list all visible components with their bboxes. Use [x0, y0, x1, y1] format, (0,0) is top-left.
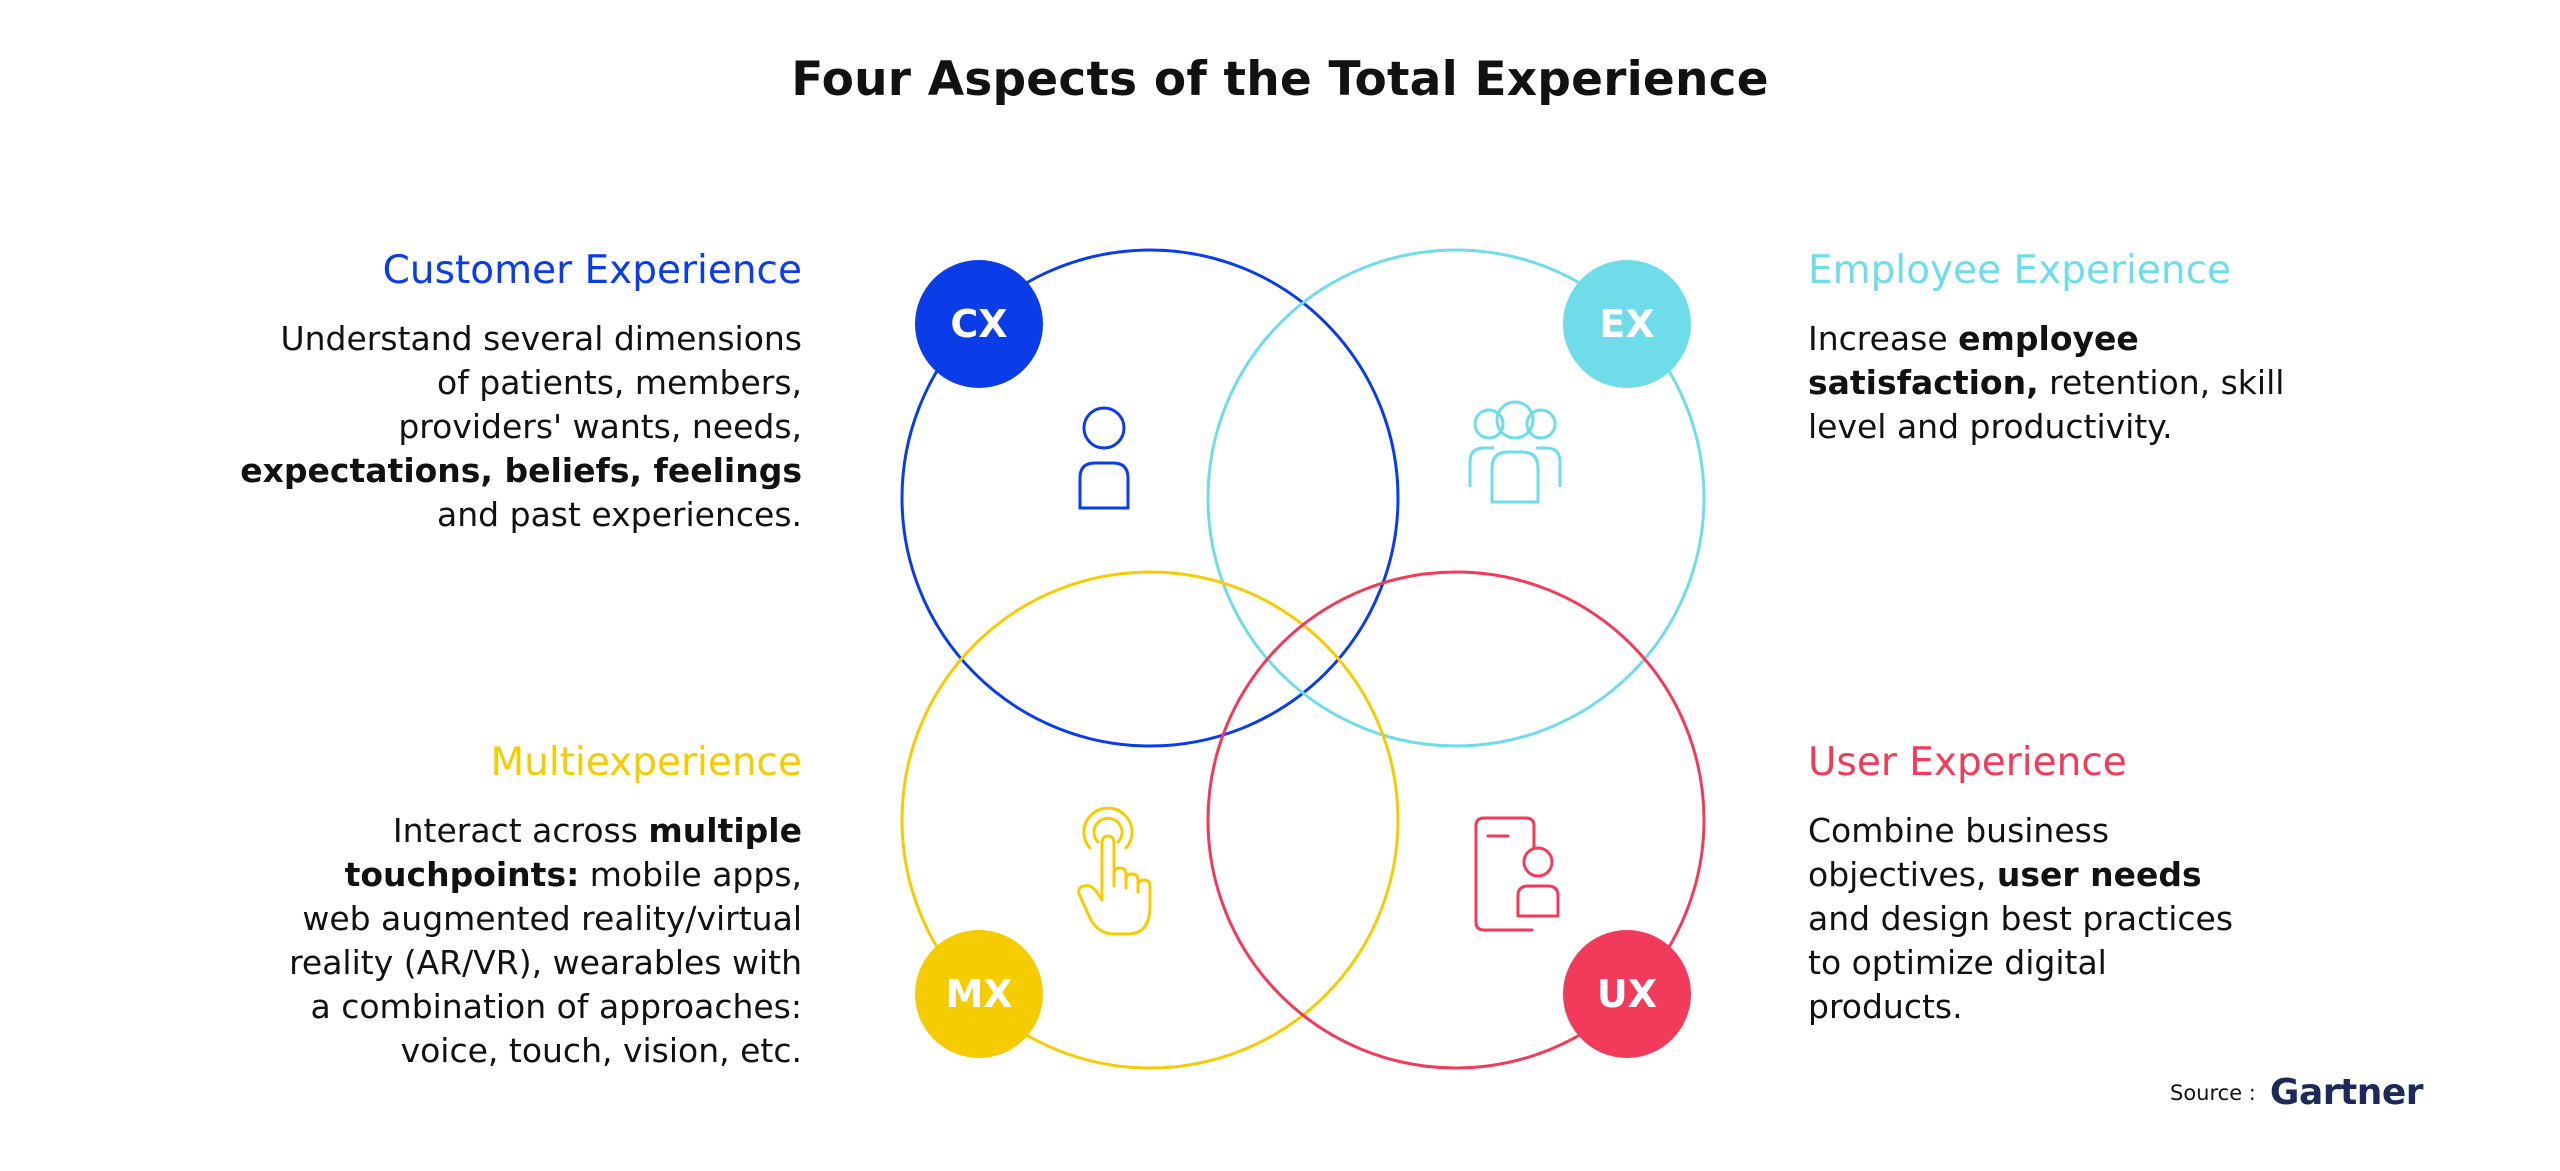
- text-segment: Understand several dimensions: [280, 318, 802, 358]
- cx-badge: CX: [915, 260, 1043, 388]
- ex-badge: EX: [1563, 260, 1691, 388]
- description-line: of patients, members,: [210, 361, 802, 405]
- text-segment: objectives,: [1808, 854, 1997, 894]
- bold-text: user needs: [1996, 854, 2202, 894]
- text-segment: to optimize digital: [1808, 942, 2107, 982]
- ux-badge-label: UX: [1597, 972, 1657, 1016]
- bold-text: expectations, beliefs, feelings: [240, 450, 802, 490]
- text-segment: web augmented reality/virtual: [302, 898, 802, 938]
- description-line: Combine business: [1808, 809, 2328, 853]
- description-line: providers' wants, needs,: [210, 405, 802, 449]
- description-line: a combination of approaches:: [210, 985, 803, 1029]
- text-segment: reality (AR/VR), wearables with: [289, 942, 802, 982]
- bold-text: multiple: [648, 810, 802, 850]
- text-segment: mobile apps,: [579, 854, 802, 894]
- bold-text: satisfaction,: [1808, 362, 2039, 402]
- text-segment: products.: [1808, 986, 1963, 1026]
- text-segment: voice, touch, vision, etc.: [400, 1030, 802, 1070]
- gartner-logo: Gartner: [2269, 1072, 2424, 1113]
- bold-text: touchpoints:: [344, 854, 580, 894]
- phone-user-icon: [1474, 816, 1560, 932]
- text-segment: Increase: [1808, 318, 1959, 358]
- ux-circle: [1206, 570, 1706, 1070]
- customer-experience-heading: Customer Experience: [382, 248, 802, 293]
- text-segment: and design best practices: [1808, 898, 2234, 938]
- text-segment: of patients, members,: [437, 362, 802, 402]
- mx-badge: MX: [915, 930, 1043, 1058]
- ex-circle: [1206, 248, 1706, 748]
- description-line: Increase employee: [1808, 317, 2328, 361]
- text-segment: and past experiences.: [437, 494, 802, 534]
- bold-text: employee: [1958, 318, 2139, 358]
- text-segment: level and productivity.: [1808, 406, 2173, 446]
- description-line: Interact across multiple: [210, 809, 802, 853]
- ex-badge-label: EX: [1599, 302, 1654, 346]
- source-label: Source :: [2170, 1080, 2256, 1105]
- text-segment: a combination of approaches:: [310, 986, 803, 1026]
- customer-experience-section: Customer Experience Understand several d…: [210, 248, 802, 537]
- description-line: satisfaction, retention, skill: [1808, 361, 2328, 405]
- description-line: touchpoints: mobile apps,: [210, 853, 802, 897]
- description-line: to optimize digital: [1808, 941, 2328, 985]
- text-segment: retention, skill: [2038, 362, 2285, 402]
- user-experience-heading: User Experience: [1808, 740, 2127, 785]
- description-line: products.: [1808, 985, 2328, 1029]
- description-line: level and productivity.: [1808, 405, 2328, 449]
- multiexperience-section: Multiexperience Interact across multiple…: [210, 740, 803, 1073]
- multiexperience-heading: Multiexperience: [490, 740, 803, 785]
- cx-badge-label: CX: [950, 302, 1007, 346]
- description-line: voice, touch, vision, etc.: [210, 1029, 802, 1073]
- description-line: and past experiences.: [210, 493, 802, 537]
- person-icon: [1078, 406, 1130, 510]
- people-group-icon: [1468, 400, 1562, 504]
- tap-hand-icon: [1077, 806, 1152, 936]
- source-credit: Source : Gartner: [2170, 1072, 2424, 1113]
- employee-experience-heading: Employee Experience: [1808, 248, 2232, 293]
- description-line: objectives, user needs: [1808, 853, 2328, 897]
- description-line: reality (AR/VR), wearables with: [210, 941, 802, 985]
- text-segment: Interact across: [392, 810, 649, 850]
- page-title: Four Aspects of the Total Experience: [791, 52, 1769, 107]
- ux-badge: UX: [1563, 930, 1691, 1058]
- text-segment: Combine business: [1808, 810, 2110, 850]
- mx-badge-label: MX: [945, 972, 1012, 1016]
- description-line: Understand several dimensions: [210, 317, 802, 361]
- description-line: expectations, beliefs, feelings: [210, 449, 802, 493]
- text-segment: providers' wants, needs,: [398, 406, 802, 446]
- description-line: web augmented reality/virtual: [210, 897, 802, 941]
- cx-circle: [900, 248, 1400, 748]
- mx-circle: [900, 570, 1400, 1070]
- description-line: and design best practices: [1808, 897, 2328, 941]
